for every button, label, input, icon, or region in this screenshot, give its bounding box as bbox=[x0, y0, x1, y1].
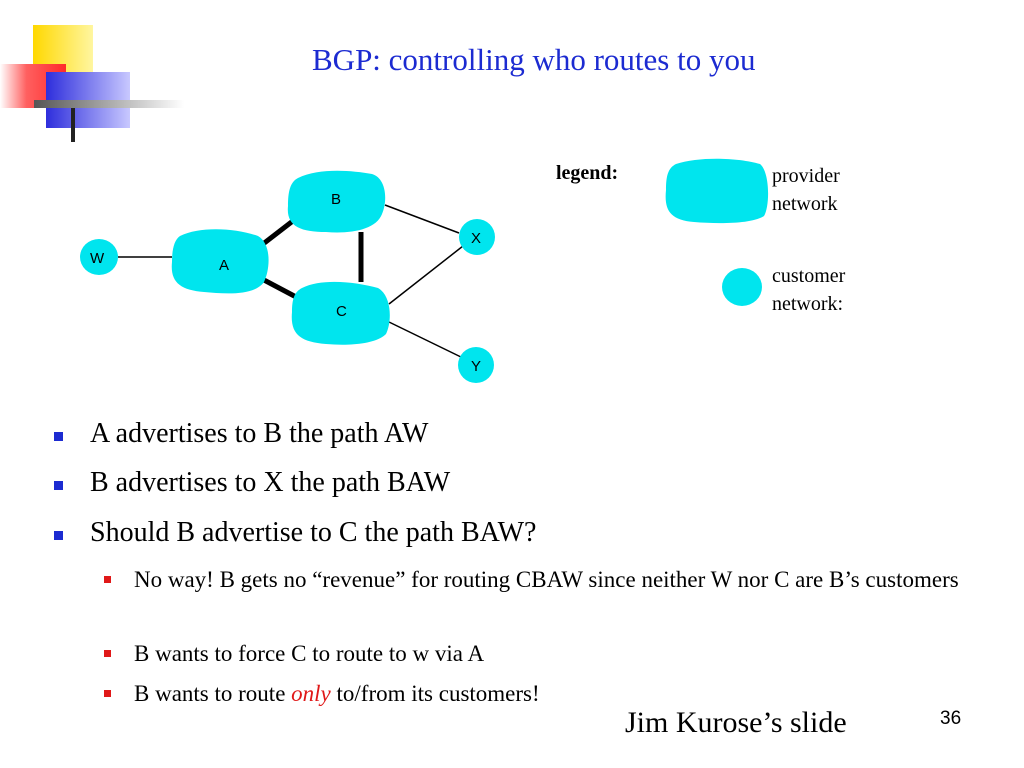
slide-credit: Jim Kurose’s slide bbox=[625, 706, 847, 739]
node-label-c: C bbox=[336, 303, 347, 320]
customer-network-w bbox=[80, 239, 118, 275]
sub-bullet-item: No way! B gets no “revenue” for routing … bbox=[104, 564, 964, 596]
bullet-item: B advertises to X the path BAW bbox=[53, 467, 451, 498]
provider-network-a bbox=[171, 229, 269, 294]
provider-network-c bbox=[291, 281, 390, 345]
legend-customer-shape bbox=[722, 268, 762, 306]
decorative-logo bbox=[0, 25, 184, 142]
legend-provider-text: provider network bbox=[772, 162, 840, 218]
link-c-y bbox=[388, 321, 464, 359]
bullet-item: A advertises to B the path AW bbox=[53, 418, 429, 449]
customer-network-x bbox=[459, 219, 495, 255]
sub-bullet-text: to/from its customers! bbox=[330, 681, 540, 706]
legend-label: legend: bbox=[556, 162, 619, 184]
link-a-c bbox=[262, 277, 300, 301]
legend-customer-line2: network: bbox=[772, 293, 844, 315]
legend-customer-line1: customer bbox=[772, 265, 846, 287]
bullet-item: Should B advertise to C the path BAW? bbox=[53, 517, 537, 548]
legend-provider-line1: provider bbox=[772, 165, 840, 187]
sub-bullet-item: B wants to route only to/from its custom… bbox=[104, 678, 964, 710]
node-label-y: Y bbox=[471, 358, 481, 375]
page-number: 36 bbox=[940, 708, 962, 729]
network-diagram: B A C W X Y bbox=[80, 158, 769, 383]
sub-bullet-text: B wants to route bbox=[134, 681, 292, 706]
link-c-x bbox=[388, 245, 464, 305]
slide-title: BGP: controlling who routes to you bbox=[312, 42, 756, 77]
node-label-w: W bbox=[90, 250, 105, 267]
customer-network-y bbox=[458, 347, 494, 383]
provider-network-b bbox=[287, 170, 386, 233]
link-b-x bbox=[384, 204, 460, 234]
legend-customer-text: customer network: bbox=[772, 262, 845, 318]
emphasis-text: only bbox=[291, 681, 331, 706]
legend-provider-shape bbox=[665, 158, 769, 224]
node-label-a: A bbox=[219, 257, 229, 274]
node-label-b: B bbox=[331, 191, 341, 208]
legend-provider-line2: network bbox=[772, 193, 838, 215]
sub-bullet-item: B wants to force C to route to w via A bbox=[104, 638, 964, 670]
node-label-x: X bbox=[471, 230, 481, 247]
